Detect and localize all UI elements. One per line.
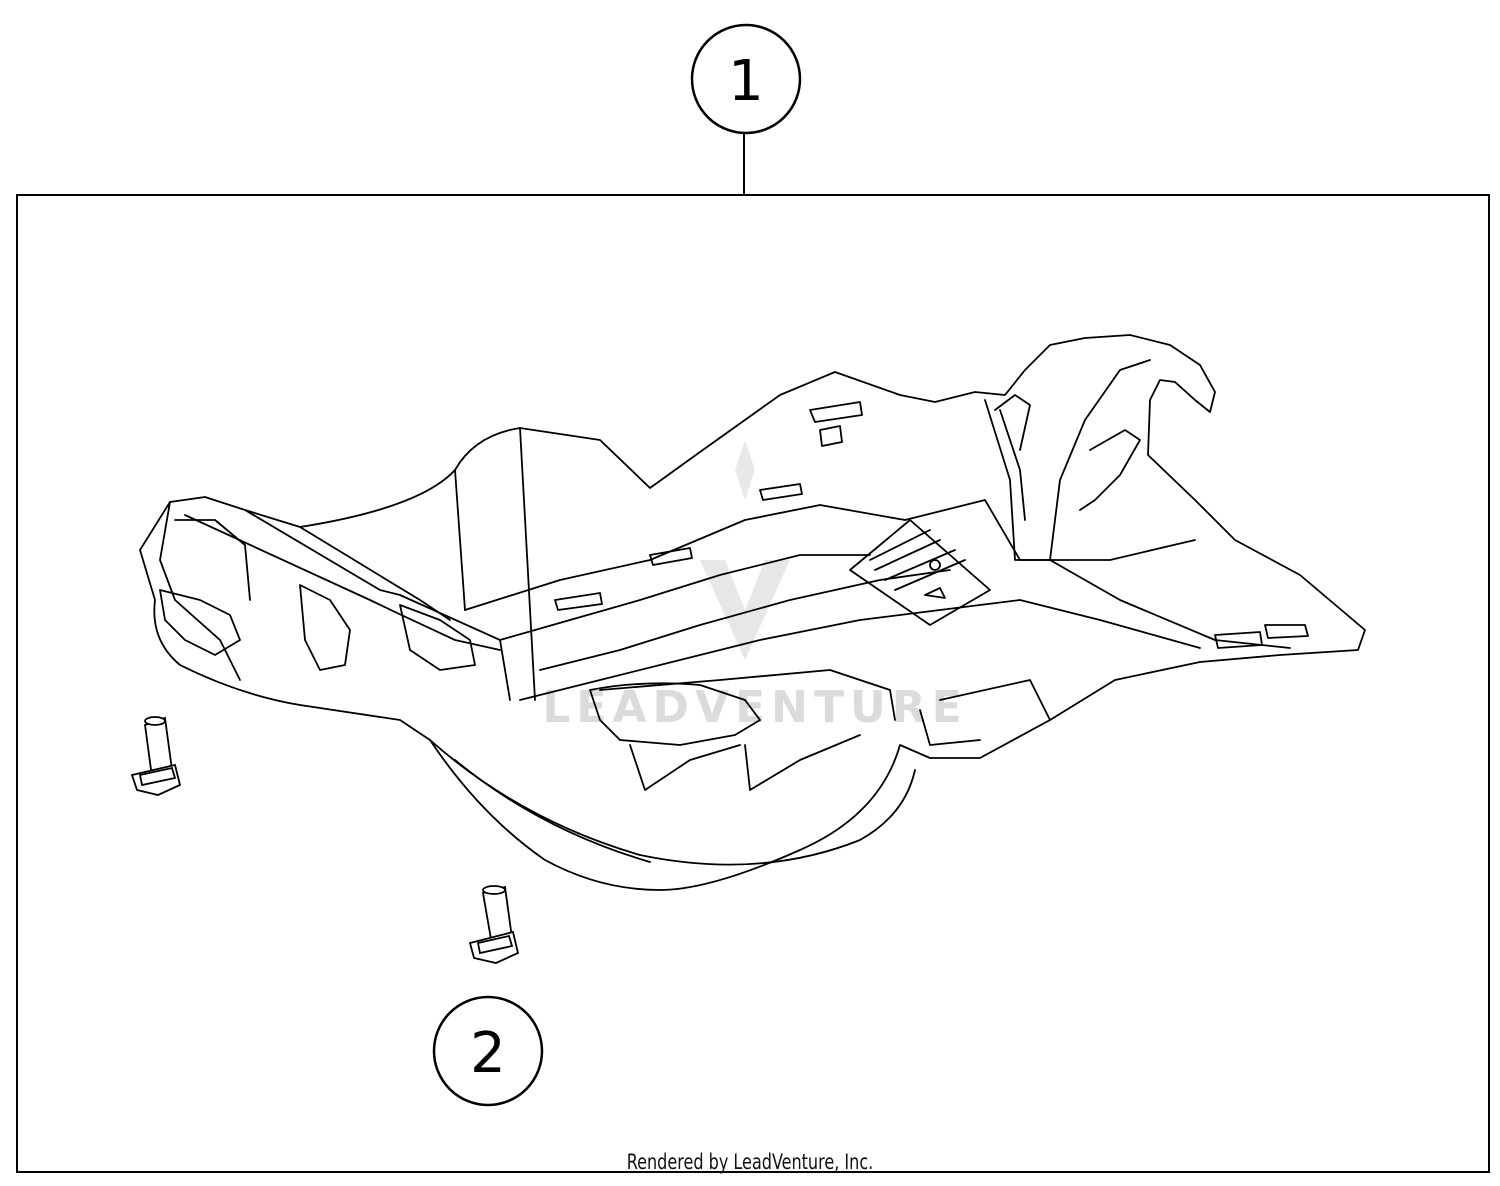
callout-2-label: 2 (470, 1021, 506, 1086)
assembly-frame (16, 194, 1490, 1173)
callout-1[interactable]: 1 (690, 23, 802, 195)
bolt-icon-left[interactable] (130, 716, 182, 796)
skid-plate-icon[interactable] (139, 334, 1366, 891)
callout-1-label: 1 (728, 49, 764, 114)
bolt-icon-bottom[interactable] (468, 885, 520, 964)
footer-credit: Rendered by LeadVenture, Inc. (626, 1150, 874, 1174)
callout-2[interactable]: 2 (432, 995, 544, 1107)
